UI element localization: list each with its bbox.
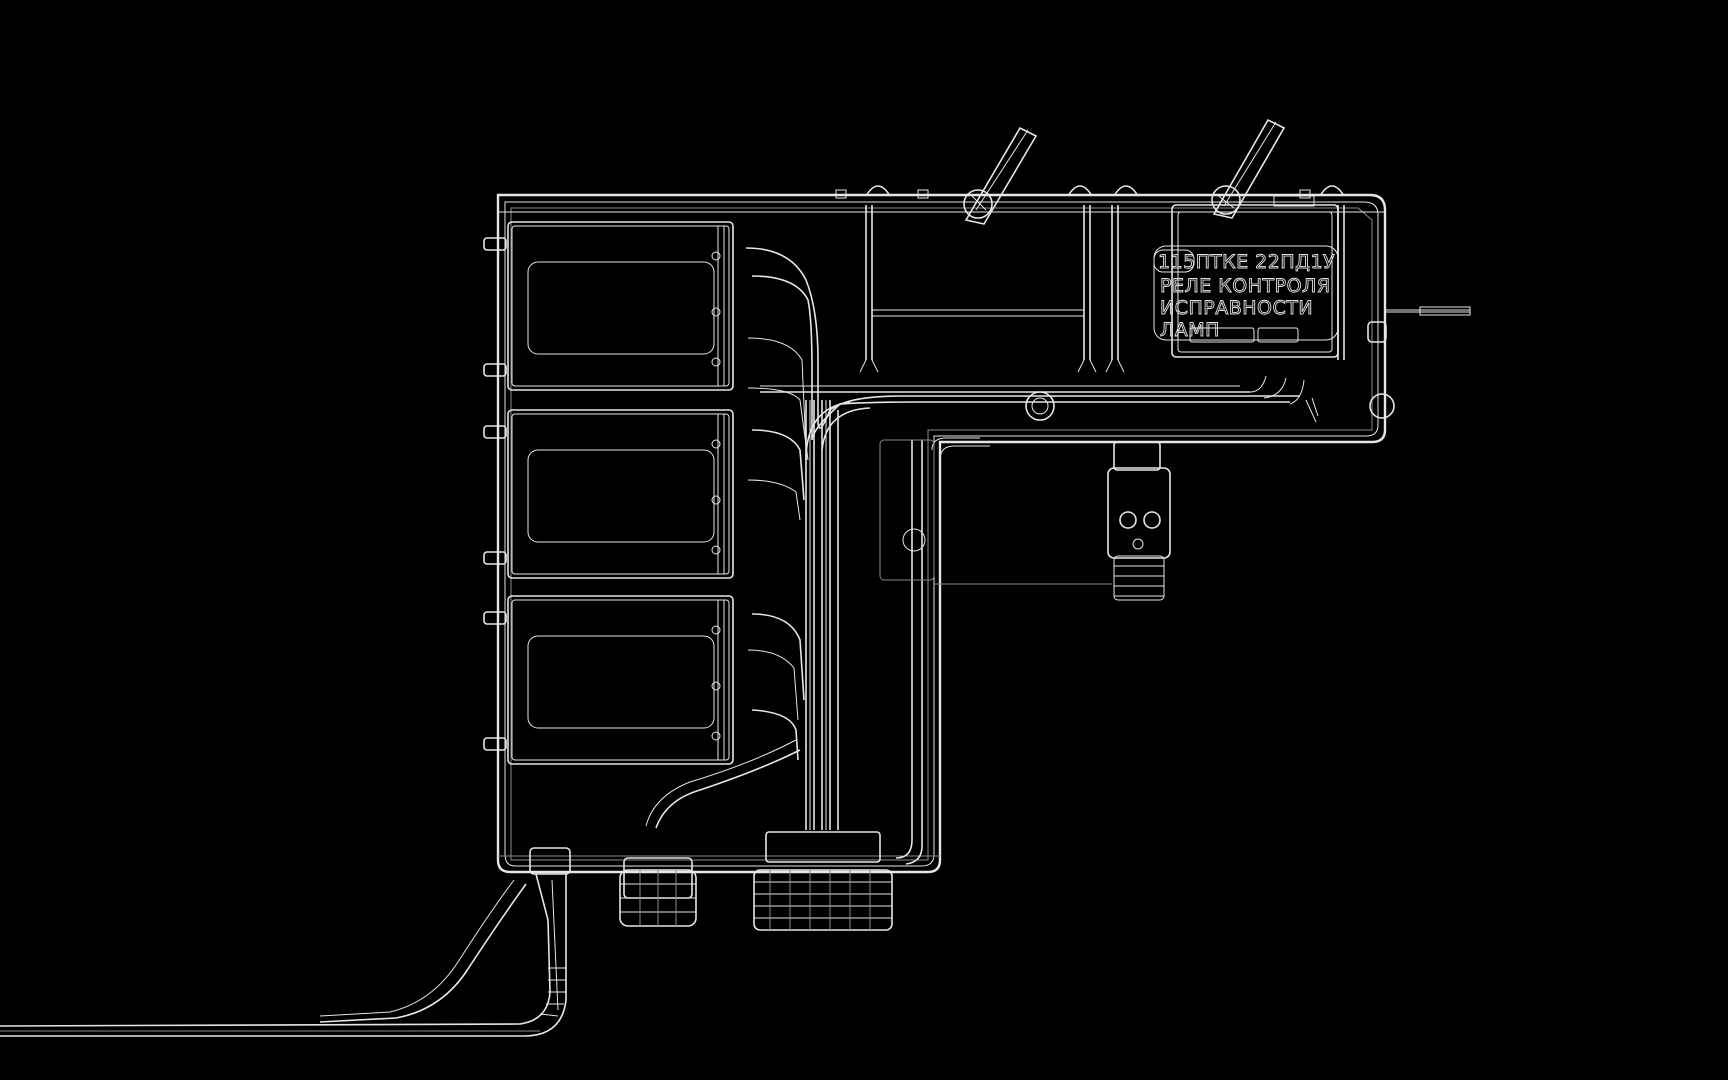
label-line-2: РЕЛЕ КОНТРОЛЯ (1160, 275, 1331, 297)
lamp-relay-box (1153, 204, 1339, 358)
top-edge-details (835, 189, 1315, 207)
main-bottom-connector (753, 831, 893, 931)
relay-module-1 (507, 221, 734, 391)
lamp-socket-left (963, 126, 1038, 225)
hanging-connector (1107, 441, 1171, 601)
housing-outline (496, 193, 1387, 874)
mounting-studs (483, 237, 507, 751)
wiring-harness (645, 247, 1319, 830)
inner-conduit (879, 437, 1112, 865)
label-code: 115П (1158, 251, 1211, 273)
label-line-1: ТКЕ 22ПД1У (1209, 251, 1335, 273)
relay-module-2 (507, 409, 734, 579)
small-bottom-connector (619, 857, 697, 927)
relay-module-3 (507, 595, 734, 765)
label-line-3: ИСПРАВНОСТИ (1160, 297, 1313, 319)
lamp-socket-right (1211, 118, 1286, 219)
label-line-4: ЛАМП (1160, 319, 1220, 341)
right-side-fittings (1367, 306, 1471, 419)
external-cable (0, 847, 571, 1037)
